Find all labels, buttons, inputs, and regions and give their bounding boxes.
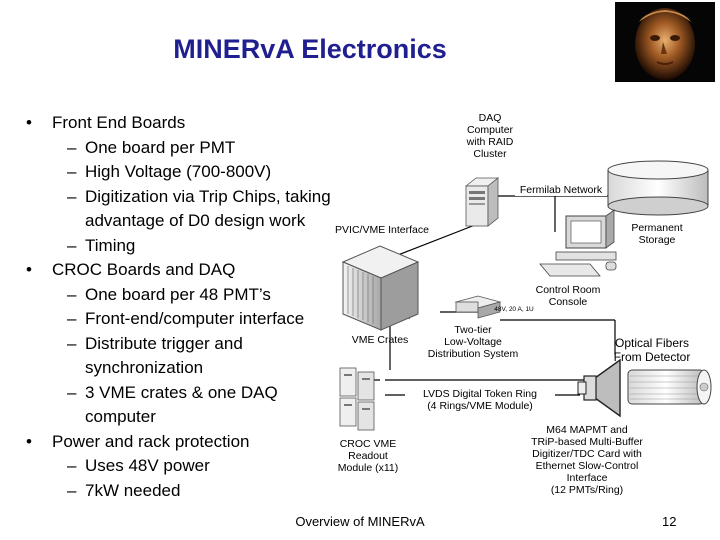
- sub-bullet-item: –High Voltage (700-800V): [67, 161, 272, 183]
- permanent-storage-label: Permanent Storage: [631, 222, 683, 246]
- sub-bullet-item: advantage of D0 design work: [85, 210, 305, 232]
- daq-computer-label: DAQ Computer with RAID Cluster: [466, 112, 514, 160]
- slide-title: MINERvA Electronics: [173, 34, 447, 64]
- bullet-marker: •: [26, 260, 32, 279]
- bullet-text: Timing: [85, 235, 136, 255]
- bullet-marker: •: [26, 113, 32, 132]
- bullet-text: Power and rack protection: [52, 431, 250, 451]
- page-number: 12: [662, 514, 677, 529]
- lvds-ring-label: LVDS Digital Token Ring (4 Rings/VME Mod…: [405, 388, 555, 412]
- bullet-item: • Front End Boards: [26, 112, 186, 134]
- bullet-marker: –: [67, 480, 77, 500]
- bullet-text: Front-end/computer interface: [85, 309, 305, 328]
- bullet-marker: –: [67, 284, 77, 304]
- control-room-label: Control Room Console: [535, 284, 601, 308]
- bullet-text: One board per PMT: [85, 137, 236, 157]
- sub-bullet-item: –Digitization via Trip Chips, taking: [67, 186, 331, 208]
- server-tower-icon: [464, 177, 500, 227]
- bullet-text: High Voltage (700-800V): [85, 162, 272, 181]
- bullet-marker: –: [67, 333, 77, 353]
- sub-bullet-item: –3 VME crates & one DAQ: [67, 382, 278, 404]
- vme-crates-label: VME Crates: [351, 334, 409, 346]
- sub-bullet-item: –Timing: [67, 235, 136, 257]
- bullet-text: One board per 48 PMT’s: [85, 284, 271, 304]
- sub-bullet-item: –Distribute trigger and: [67, 333, 243, 355]
- bullet-text: 3 VME crates & one DAQ: [85, 382, 278, 402]
- bullet-marker: –: [67, 309, 77, 328]
- bullet-text: synchronization: [85, 358, 204, 377]
- bullet-marker: –: [67, 137, 77, 157]
- slide-footer: Overview of MINERvA: [295, 514, 425, 529]
- bullet-text: advantage of D0 design work: [85, 211, 306, 230]
- storage-cylinder-icon: [607, 160, 709, 216]
- m64-card-label: M64 MAPMT and TRiP-based Multi-Buffer Di…: [531, 424, 643, 496]
- bullet-marker: •: [26, 431, 32, 451]
- desktop-computer-icon: [539, 209, 617, 277]
- bullet-marker: –: [67, 456, 77, 475]
- bullet-text: 7kW needed: [85, 480, 181, 500]
- bullet-text: Uses 48V power: [85, 456, 210, 475]
- sub-bullet-item: –One board per PMT: [67, 137, 236, 159]
- sub-bullet-item: –One board per 48 PMT’s: [67, 284, 271, 306]
- sub-bullet-item: –7kW needed: [67, 480, 181, 502]
- pmt-horn-icon: [577, 358, 621, 418]
- croc-module-icon: [339, 367, 375, 431]
- bullet-item: • Power and rack protection: [26, 431, 250, 453]
- optical-fibers-label: Optical Fibers From Detector: [613, 336, 691, 364]
- logo-head-photo: [615, 2, 715, 82]
- sub-bullet-item: –Uses 48V power: [67, 455, 210, 477]
- bullet-text: Digitization via Trip Chips, taking: [85, 186, 331, 206]
- sub-bullet-item: –Front-end/computer interface: [67, 308, 305, 330]
- croc-module-label: CROC VME Readout Module (x11): [337, 438, 399, 474]
- fermilab-network-label: Fermilab Network: [515, 184, 607, 196]
- sub-bullet-item: synchronization: [85, 357, 203, 379]
- bullet-marker: –: [67, 235, 77, 255]
- bullet-marker: –: [67, 162, 77, 181]
- lv-distribution-label: Two-tier Low-Voltage Distribution System: [427, 324, 519, 360]
- bullet-text: CROC Boards and DAQ: [52, 260, 236, 279]
- fiber-bundle-icon: [627, 369, 712, 405]
- vme-crate-icon: [341, 245, 420, 331]
- bullet-text: Front End Boards: [52, 113, 186, 132]
- bullet-text: Distribute trigger and: [85, 333, 243, 353]
- psu-label: 48V, 20 A, 1U: [494, 306, 534, 313]
- power-supply-icon: [454, 295, 502, 319]
- sub-bullet-item: computer: [85, 406, 156, 428]
- bullet-marker: –: [67, 382, 77, 402]
- pvic-vme-label: PVIC/VME Interface: [335, 224, 429, 236]
- bullet-item: • CROC Boards and DAQ: [26, 259, 236, 281]
- bullet-marker: –: [67, 186, 77, 206]
- bullet-text: computer: [85, 407, 156, 426]
